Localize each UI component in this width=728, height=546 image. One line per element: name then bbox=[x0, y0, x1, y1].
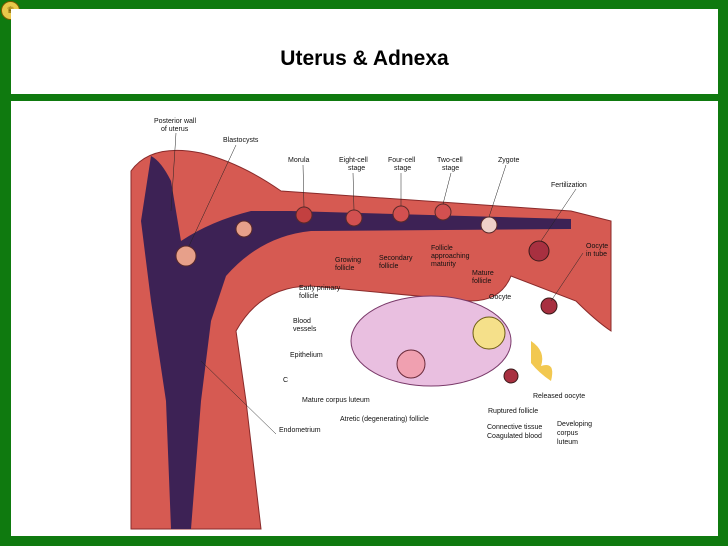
leader-lines bbox=[170, 132, 584, 435]
two-cell bbox=[434, 203, 452, 221]
label-developing-cl-3: luteum bbox=[557, 439, 578, 446]
label-secondary-2: follicle bbox=[379, 263, 399, 270]
slide-title: Uterus & Adnexa bbox=[280, 47, 449, 70]
label-coagulated-blood: Coagulated blood bbox=[487, 433, 542, 440]
label-eight-cell-2: stage bbox=[348, 165, 365, 172]
label-ruptured-follicle: Ruptured follicle bbox=[488, 408, 538, 415]
label-blastocysts: Blastocysts bbox=[223, 137, 259, 144]
label-two-cell-1: Two-cell bbox=[437, 157, 463, 164]
label-blood-vessels-2: vessels bbox=[293, 326, 317, 333]
blastocyst-2 bbox=[235, 220, 253, 238]
label-growing-1: Growing bbox=[335, 257, 361, 264]
label-four-cell-2: stage bbox=[394, 165, 411, 172]
blastocyst-1 bbox=[175, 245, 197, 267]
label-follicle-approach-3: maturity bbox=[431, 261, 456, 268]
oocyte-fertilization bbox=[528, 240, 550, 262]
zygote bbox=[480, 216, 498, 234]
label-follicle-approach-2: approaching bbox=[431, 253, 470, 260]
label-growing-2: follicle bbox=[335, 265, 355, 272]
uterus-adnexa-diagram: Posterior wall of uterus Blastocysts Mor… bbox=[130, 118, 612, 530]
content-panel: Posterior wall of uterus Blastocysts Mor… bbox=[11, 101, 718, 536]
label-posterior-wall-2: of uterus bbox=[161, 126, 189, 133]
label-oocyte-tube-1: Oocyte bbox=[586, 243, 608, 250]
four-cell bbox=[392, 205, 410, 223]
oocyte-in-tube bbox=[540, 297, 558, 315]
title-panel: Uterus & Adnexa bbox=[11, 9, 718, 94]
morula bbox=[295, 206, 313, 224]
fimbriae bbox=[531, 341, 553, 381]
eight-cell bbox=[345, 209, 363, 227]
label-early-primary-1: Early primary bbox=[299, 285, 341, 292]
released-oocyte bbox=[503, 368, 519, 384]
label-epithelium: Epithelium bbox=[290, 352, 323, 359]
corpus-albicans bbox=[396, 349, 426, 379]
label-oocyte-tube-2: in tube bbox=[586, 251, 607, 258]
label-zygote: Zygote bbox=[498, 157, 520, 164]
label-eight-cell-1: Eight-cell bbox=[339, 157, 368, 164]
label-corpus-albicans: C bbox=[283, 377, 288, 384]
label-morula: Morula bbox=[288, 157, 310, 164]
label-mature-corpus-luteum: Mature corpus luteum bbox=[302, 397, 370, 404]
label-developing-cl-1: Developing bbox=[557, 421, 592, 428]
mature-follicle bbox=[472, 316, 506, 350]
label-mature-2: follicle bbox=[472, 278, 492, 285]
label-four-cell-1: Four-cell bbox=[388, 157, 416, 164]
label-oocyte: Oocyte bbox=[489, 294, 511, 301]
label-fertilization: Fertilization bbox=[551, 182, 587, 189]
label-released-oocyte: Released oocyte bbox=[533, 393, 585, 400]
label-developing-cl-2: corpus bbox=[557, 430, 579, 437]
label-secondary-1: Secondary bbox=[379, 255, 413, 262]
label-mature-1: Mature bbox=[472, 270, 494, 277]
label-blood-vessels-1: Blood bbox=[293, 318, 311, 325]
label-connective-tissue: Connective tissue bbox=[487, 424, 542, 431]
label-endometrium: Endometrium bbox=[279, 427, 321, 434]
ovary bbox=[350, 295, 512, 387]
label-two-cell-2: stage bbox=[442, 165, 459, 172]
label-follicle-approach-1: Follicle bbox=[431, 245, 453, 252]
label-posterior-wall-1: Posterior wall bbox=[154, 118, 196, 125]
label-atretic: Atretic (degenerating) follicle bbox=[340, 416, 429, 423]
label-early-primary-2: follicle bbox=[299, 293, 319, 300]
uterine-cavity bbox=[141, 156, 571, 529]
